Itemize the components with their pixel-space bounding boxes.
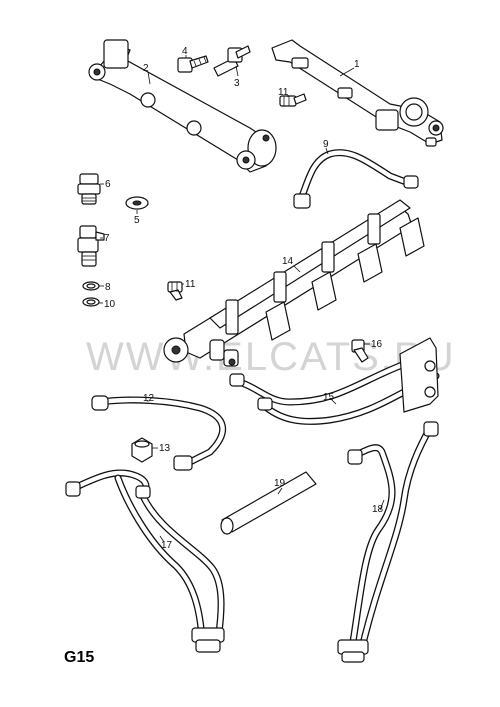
callout-9: 9	[323, 139, 329, 150]
callout-1: 1	[354, 59, 360, 70]
seal-10[interactable]	[82, 297, 100, 307]
callout-8: 8	[105, 282, 111, 293]
fitting-6[interactable]	[77, 173, 101, 205]
bolt-4[interactable]	[177, 55, 209, 73]
callout-13: 13	[159, 443, 171, 454]
callout-11-middle: 11	[185, 279, 196, 290]
callout-10: 10	[104, 299, 116, 310]
callout-19: 19	[274, 478, 286, 489]
callout-15: 15	[323, 392, 335, 403]
callout-4: 4	[182, 46, 188, 57]
bleed-screw-11-middle[interactable]	[167, 281, 183, 301]
callout-18: 18	[372, 504, 384, 515]
injector-pipe-17[interactable]	[65, 469, 225, 653]
callout-16: 16	[371, 339, 383, 350]
fuel-pipe-9[interactable]	[293, 149, 419, 209]
injector-rail-14[interactable]	[163, 199, 425, 367]
nut-13[interactable]	[131, 437, 153, 463]
fitting-7[interactable]	[77, 225, 105, 267]
fuel-rail-left[interactable]	[88, 39, 277, 173]
bolt-16[interactable]	[351, 339, 369, 363]
washer-5[interactable]	[125, 196, 149, 210]
seal-8[interactable]	[82, 281, 100, 291]
fuel-rail-right[interactable]	[271, 39, 444, 147]
pipe-12[interactable]	[91, 395, 227, 471]
stud-3[interactable]	[213, 45, 251, 77]
callout-12: 12	[143, 393, 155, 404]
injector-pipe-18[interactable]	[337, 421, 439, 663]
hose-19[interactable]	[220, 471, 317, 535]
callout-17: 17	[161, 540, 173, 551]
callouts: 1 2 3 4 5 6 7 8 9 10 11 11 12 13 14 15 1	[99, 46, 385, 551]
callout-6: 6	[105, 179, 111, 190]
page-code: G15	[64, 649, 94, 666]
callout-3: 3	[234, 78, 240, 89]
callout-7: 7	[104, 233, 110, 244]
callout-14: 14	[282, 256, 294, 267]
callout-11-upper: 11	[278, 87, 289, 98]
callout-5: 5	[134, 215, 140, 226]
callout-2: 2	[143, 63, 149, 74]
return-pipe-15[interactable]	[229, 337, 440, 425]
